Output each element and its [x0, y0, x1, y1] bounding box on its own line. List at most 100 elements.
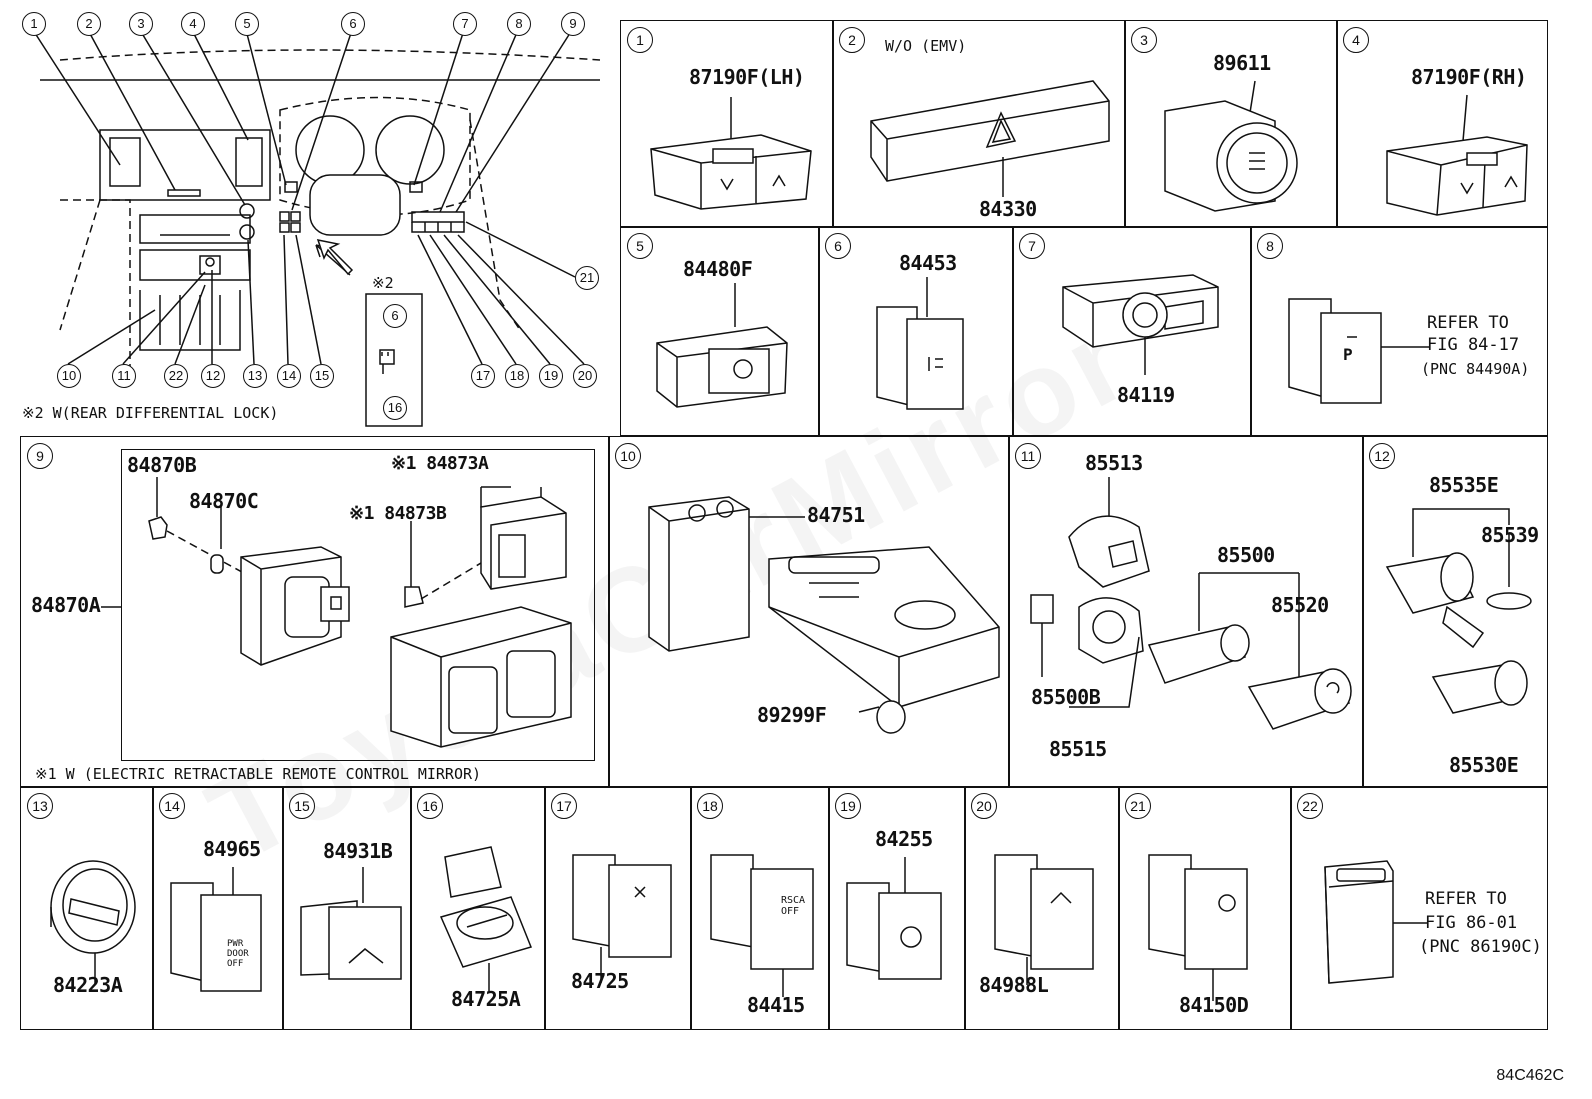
- cell-number: 5: [627, 233, 653, 259]
- dashboard-drawing: [32, 29, 601, 427]
- cell-18: 18 RSCA OFF 84415: [690, 786, 830, 1030]
- dashboard-overview: 1 2 3 4 5 6 7 8 9 10 11 22 12 13 14 15 1…: [0, 0, 610, 440]
- part-number: 84415: [747, 993, 805, 1017]
- variant-note: W/O (EMV): [885, 37, 967, 55]
- part-number-84873b: ※1 84873B: [349, 503, 447, 524]
- part-number: 84330: [979, 197, 1037, 221]
- cigarette-lighter-drawing: [1030, 477, 1352, 730]
- cell-16: 16 84725A: [410, 786, 546, 1030]
- cell-number: 3: [1131, 27, 1157, 53]
- part-number-84873a: ※1 84873A: [391, 453, 489, 474]
- mirror-switch-drawing: [101, 477, 572, 748]
- ref-line-2: FIG 86-01: [1425, 913, 1518, 933]
- ref-line-1: REFER TO: [1425, 889, 1507, 909]
- cell-22: 22 REFER TO FIG 86-01 (PNC 86190C): [1290, 786, 1548, 1030]
- switch-86190c-drawing: [1324, 860, 1427, 984]
- cell-number: 2: [839, 27, 865, 53]
- cell-21: 21 84150D: [1118, 786, 1292, 1030]
- inset-callout-16: 16: [383, 396, 407, 420]
- part-number-84870a: 84870A: [31, 593, 101, 617]
- part-number: 89611: [1213, 51, 1271, 75]
- callout-22: 22: [164, 364, 188, 388]
- callout-10: 10: [57, 364, 81, 388]
- cell-number: 13: [27, 793, 53, 819]
- rotary-switch-drawing: [439, 846, 533, 993]
- part-number: 87190F(LH): [689, 65, 805, 89]
- part-number: 84480F: [683, 257, 753, 281]
- part-number: 84965: [203, 837, 261, 861]
- ref-line-3: (PNC 84490A): [1421, 360, 1530, 378]
- part-number: 84453: [899, 251, 957, 275]
- callout-14: 14: [277, 364, 301, 388]
- part-number: 84223A: [53, 973, 123, 997]
- parking-assist-switch-drawing: [1288, 298, 1429, 404]
- callout-5: 5: [235, 12, 259, 36]
- cell-20: 20 84988L: [964, 786, 1120, 1030]
- cell-15: 15 84931B: [282, 786, 412, 1030]
- part-number: 84725: [571, 969, 629, 993]
- cell-4: 4 87190F(RH): [1336, 20, 1548, 228]
- cell-2: 2 W/O (EMV) 84330: [832, 20, 1126, 228]
- cell-number: 15: [289, 793, 315, 819]
- switch-84725-drawing: [572, 854, 672, 983]
- callout-4: 4: [181, 12, 205, 36]
- part-number-85535e: 85535E: [1429, 473, 1499, 497]
- part-number-85515: 85515: [1049, 737, 1107, 761]
- cell-6: 6 84453: [818, 226, 1014, 436]
- inset-callout-6: 6: [383, 304, 407, 328]
- cell-14: 14 84965 PWR DOOR OFF: [152, 786, 284, 1030]
- callout-8: 8: [507, 12, 531, 36]
- cell-number: 14: [159, 793, 185, 819]
- callout-19: 19: [539, 364, 563, 388]
- callout-18: 18: [505, 364, 529, 388]
- cell-number: 7: [1019, 233, 1045, 259]
- power-outlet-drawing: [1385, 508, 1532, 714]
- rsca-label: RSCA OFF: [781, 895, 806, 917]
- cell-3: 3 89611: [1124, 20, 1338, 228]
- callout-11: 11: [112, 364, 136, 388]
- cell-number: 12: [1369, 443, 1395, 469]
- switch-panel-84751-drawing: [648, 496, 1000, 734]
- part-number: 84988L: [979, 973, 1049, 997]
- cell-number: 16: [417, 793, 443, 819]
- part-number-85520: 85520: [1271, 593, 1329, 617]
- callout-3: 3: [129, 12, 153, 36]
- callout-9: 9: [561, 12, 585, 36]
- hazard-switch-drawing: [870, 80, 1110, 197]
- callout-17: 17: [471, 364, 495, 388]
- cell-number: 6: [825, 233, 851, 259]
- part-number-85530e: 85530E: [1449, 753, 1519, 777]
- cell-number: 4: [1343, 27, 1369, 53]
- switch-84119-drawing: [1062, 274, 1219, 375]
- callout-20: 20: [573, 364, 597, 388]
- temp-switch-rh-drawing: [1386, 94, 1528, 216]
- cell-number: 9: [27, 443, 53, 469]
- document-id: 84C462C: [1496, 1067, 1564, 1084]
- mirror-switch-subframe: [121, 449, 595, 761]
- cell-5: 5 84480F: [620, 226, 820, 436]
- switch-84453-drawing: [876, 277, 964, 410]
- part-number: 87190F(RH): [1411, 65, 1527, 89]
- ref-line-3: (PNC 86190C): [1419, 937, 1542, 957]
- pwr-door-label: PWR DOOR OFF: [227, 939, 249, 969]
- part-number-84751: 84751: [807, 503, 865, 527]
- cell-17: 17 84725: [544, 786, 692, 1030]
- part-number: 84119: [1117, 383, 1175, 407]
- part-number-85513: 85513: [1085, 451, 1143, 475]
- callout-2: 2: [77, 12, 101, 36]
- temp-switch-lh-drawing: [650, 97, 812, 210]
- rear-diff-note: ※2 W(REAR DIFFERENTIAL LOCK): [22, 404, 279, 422]
- cell-1: 1 87190F(LH): [620, 20, 834, 228]
- ref-line-2: FIG 84-17: [1427, 335, 1520, 355]
- part-number: 84931B: [323, 839, 393, 863]
- part-number-85500: 85500: [1217, 543, 1275, 567]
- inset-mark: ※2: [372, 274, 394, 292]
- cell-number: 22: [1297, 793, 1323, 819]
- cell-number: 11: [1015, 443, 1041, 469]
- cell-19: 19 84255: [828, 786, 966, 1030]
- engine-start-switch-drawing: [1164, 80, 1298, 212]
- part-number: 84150D: [1179, 993, 1249, 1017]
- cell-number: 18: [697, 793, 723, 819]
- cell-number: 1: [627, 27, 653, 53]
- ref-line-1: REFER TO: [1427, 313, 1509, 333]
